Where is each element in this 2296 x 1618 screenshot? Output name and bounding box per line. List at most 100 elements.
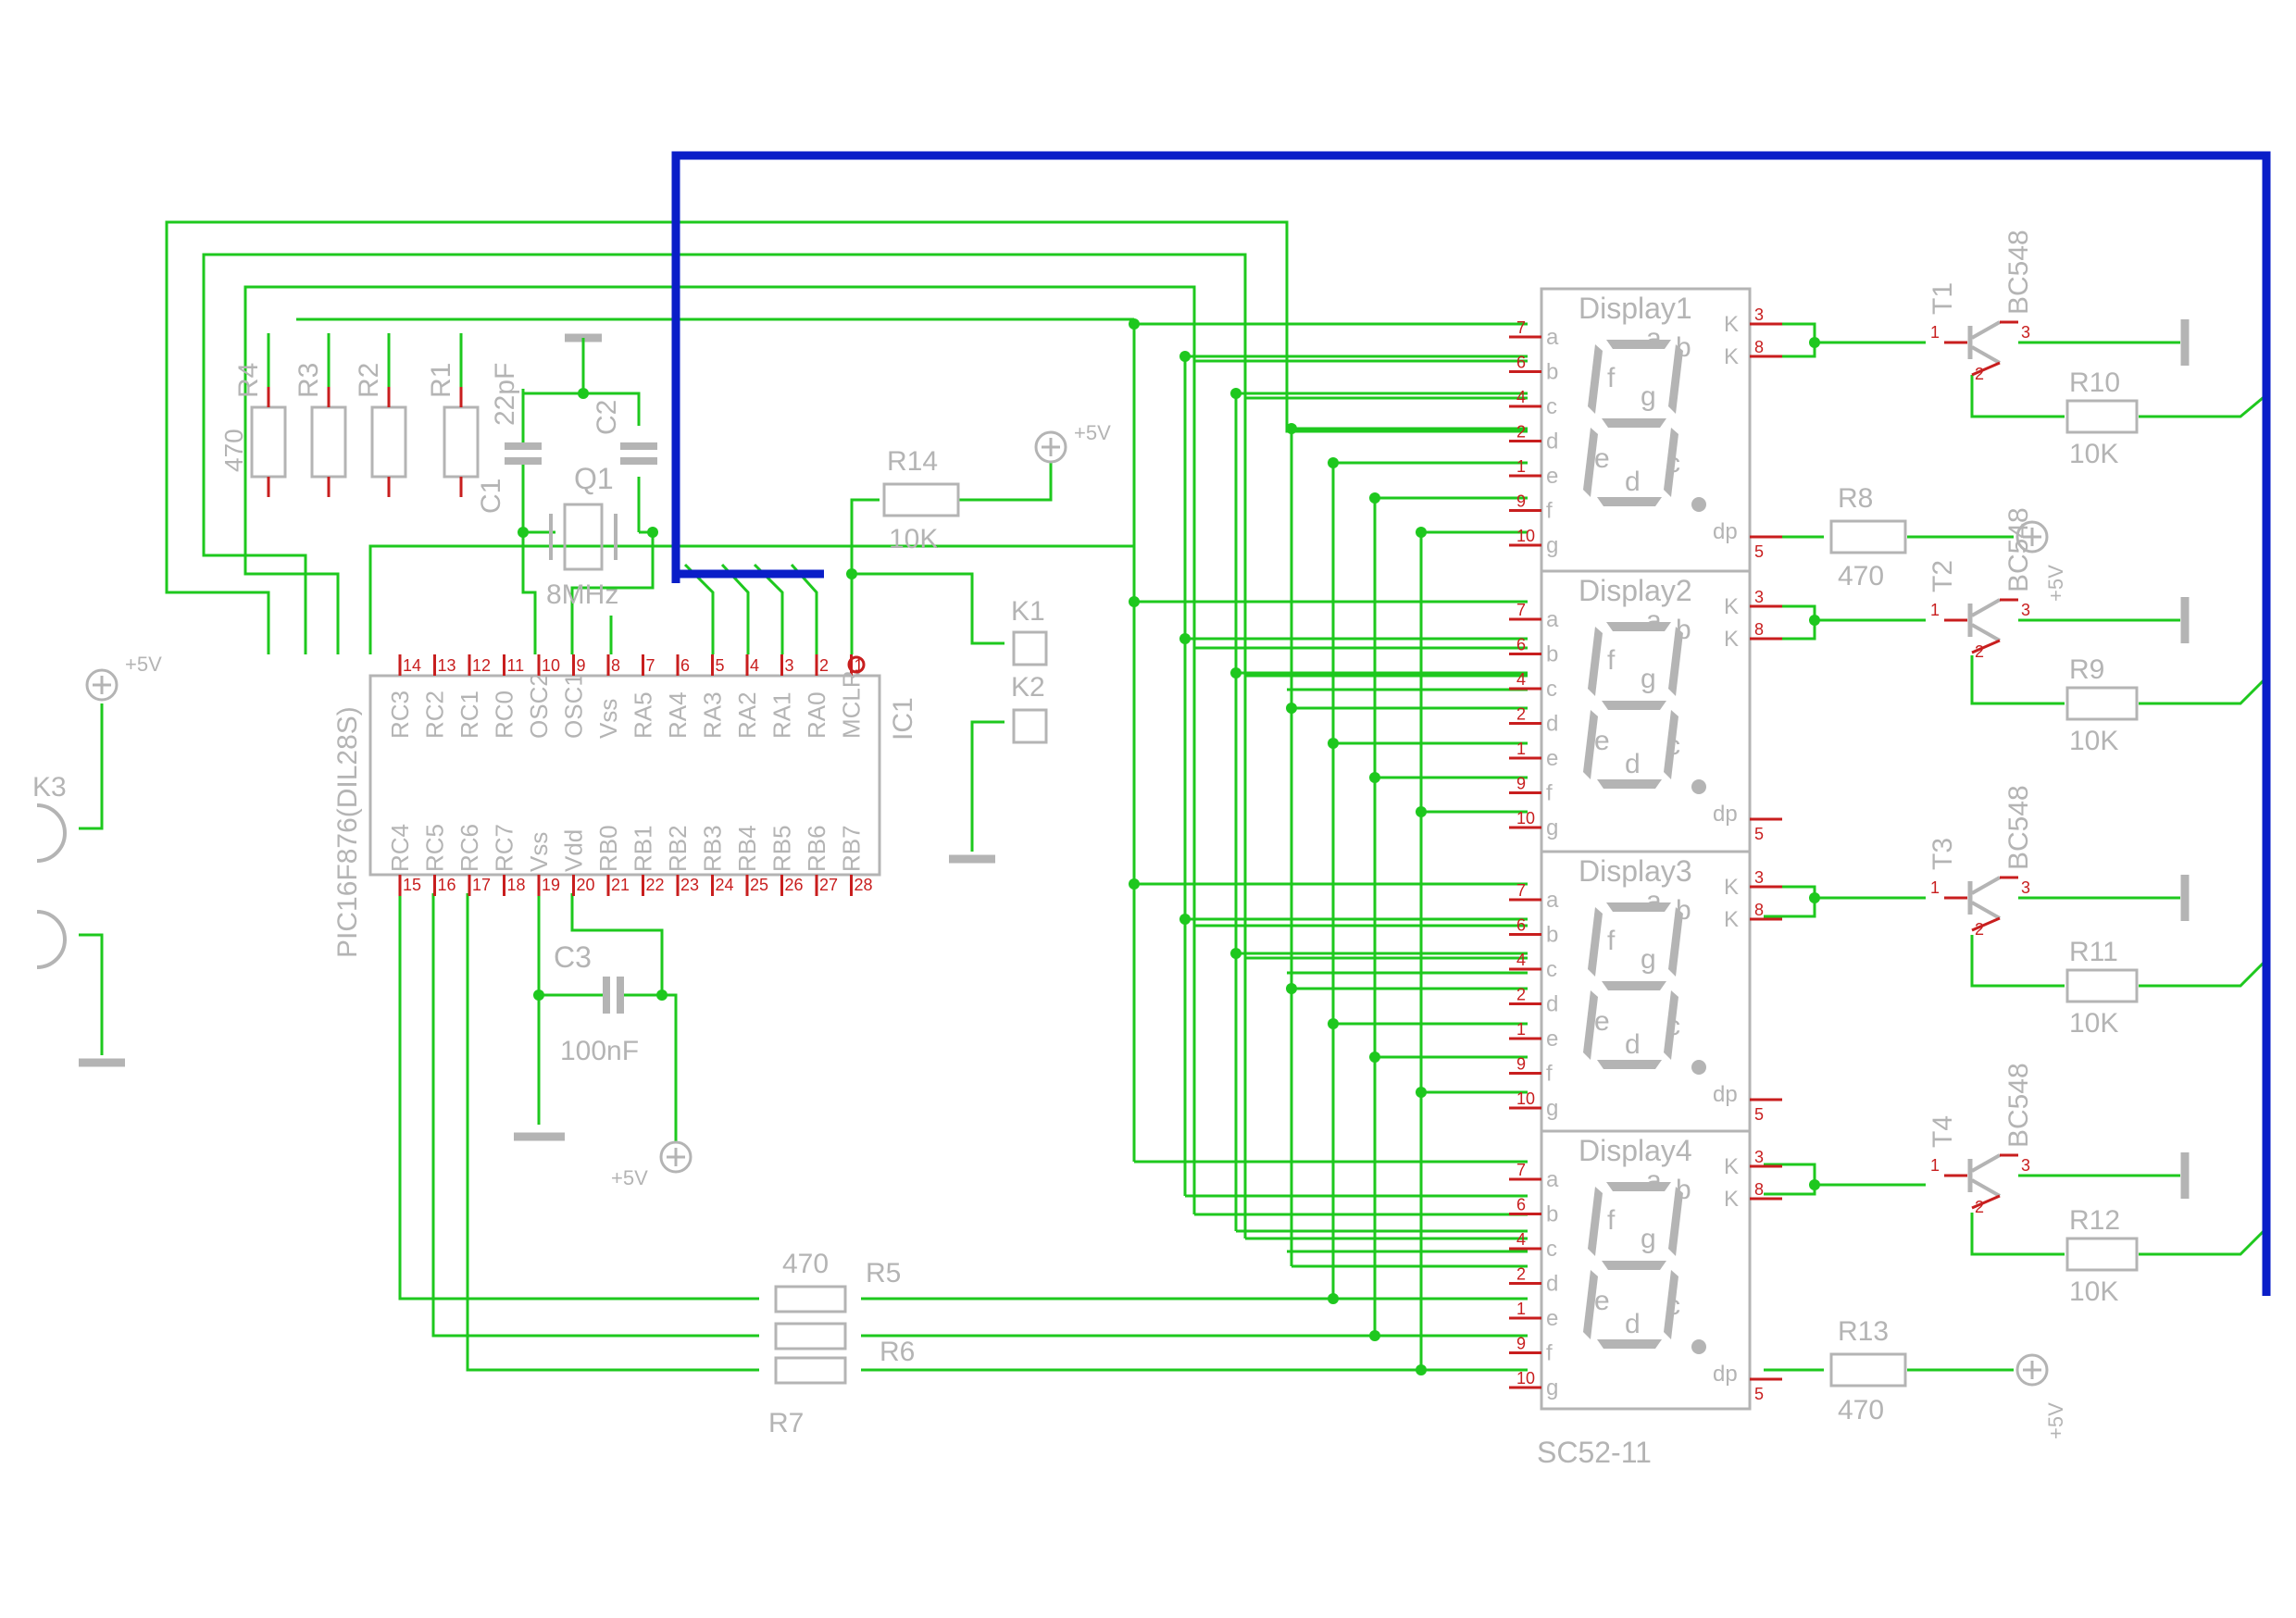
display-pin-name: e: [1546, 1306, 1558, 1331]
ic1-pin-name: RC5: [421, 824, 449, 872]
segment-letter: b: [1676, 615, 1691, 645]
base-resistor-ref: R12: [2069, 1205, 2120, 1236]
r6-ref: R6: [880, 1337, 915, 1367]
display-pin-number: 1: [1516, 740, 1526, 758]
display-common-number: 8: [1754, 338, 1764, 356]
ic1-pin-name: RA2: [733, 691, 761, 739]
display-common-label: K: [1724, 1154, 1739, 1179]
display-name: Display3: [1578, 854, 1692, 888]
segment-letter: f: [1607, 926, 1616, 956]
display-common-label: K: [1724, 627, 1739, 652]
r5-ref: R5: [866, 1258, 901, 1288]
k3-ref: K3: [32, 772, 67, 803]
r7-body: [774, 1356, 847, 1385]
display-pin-number: 4: [1516, 670, 1526, 689]
ic1-pin-number: 14: [403, 656, 421, 675]
display-dp-number: 5: [1754, 825, 1764, 843]
c2-ref: C2: [592, 400, 622, 435]
display-pin-number: 9: [1516, 492, 1526, 511]
ic1-pin-number: 3: [785, 656, 794, 675]
reset-section: R14 10K +5V K1 K2: [882, 421, 1111, 864]
r8-body: [1829, 519, 1907, 554]
k2-ref: K2: [1011, 672, 1045, 703]
transistor-pin-number: 1: [1930, 1156, 1940, 1175]
resistor-body: [250, 405, 287, 479]
display-pin-number: 9: [1516, 775, 1526, 793]
segment-letter: c: [1666, 448, 1680, 479]
k3-supply-label: +5V: [125, 653, 162, 676]
display-pin-name: a: [1546, 325, 1559, 350]
transistor-ref: T1: [1928, 282, 1958, 315]
dp-resistors: R8 470 R13 470 +5V +5V: [1829, 483, 2067, 1439]
display-pin-number: 2: [1516, 1265, 1526, 1284]
display-pin-number: 10: [1516, 1369, 1535, 1388]
display-pin-name: c: [1546, 957, 1557, 982]
c3-ref: C3: [554, 940, 592, 974]
transistor-pin-number: 2: [1975, 1198, 1984, 1216]
transistor-pin-number: 3: [2021, 601, 2030, 619]
ic1-pin-number: 10: [542, 656, 560, 675]
display-pin-number: 6: [1516, 354, 1526, 372]
base-resistor-body: [2065, 686, 2139, 721]
resistor-ref: R2: [354, 363, 384, 398]
display-dp-label: dp: [1713, 519, 1738, 544]
segment-resistor-array: 470 R5 R6 R7: [768, 1249, 915, 1438]
display-pin-name: e: [1546, 746, 1558, 771]
base-resistor-body: [2065, 1237, 2139, 1272]
ic1-pin-number: 23: [680, 876, 699, 894]
display-pin-number: 2: [1516, 705, 1526, 724]
ic1-pin-number: 26: [785, 876, 804, 894]
transistor-value: BC548: [2003, 230, 2034, 315]
display-pin-number: 9: [1516, 1055, 1526, 1074]
transistor-value: BC548: [2003, 507, 2034, 592]
ic1-pin-number: 25: [750, 876, 768, 894]
display-pin-name: d: [1546, 1272, 1558, 1297]
display-pin-number: 7: [1516, 1161, 1526, 1179]
k2-pad: [1012, 708, 1048, 744]
ic1-pin-name: OSC2: [525, 673, 553, 739]
display-pin-number: 9: [1516, 1335, 1526, 1353]
supply-symbol-r14: [1034, 430, 1067, 464]
resistor-ref: R4: [233, 363, 264, 398]
ic1-pin-name: RB7: [838, 825, 866, 872]
ic1-pin-number: 24: [716, 876, 734, 894]
ic1-pin-number: 18: [507, 876, 526, 894]
r14-ref: R14: [887, 446, 938, 477]
display-pin-number: 6: [1516, 1196, 1526, 1214]
base-resistor-value: 10K: [2069, 439, 2118, 469]
display-pin-number: 4: [1516, 1230, 1526, 1249]
transistor-pin-number: 1: [1930, 878, 1940, 897]
ic1-pin-name: RC2: [421, 691, 449, 739]
resistor-body: [310, 405, 347, 479]
transistor-value: BC548: [2003, 1063, 2034, 1148]
display-pin-name: f: [1546, 781, 1553, 806]
ic1-pin-name: RC4: [386, 824, 414, 872]
display-pin-name: b: [1546, 923, 1558, 948]
ic1-pin-number: 6: [680, 656, 690, 675]
transistor-value: BC548: [2003, 785, 2034, 870]
segment-letter: e: [1594, 1286, 1610, 1316]
supply-symbol-vdd: [659, 1140, 693, 1174]
ic1-pin-name: RB2: [664, 825, 692, 872]
display-pin-name: a: [1546, 1167, 1559, 1192]
display-common-label: K: [1724, 875, 1739, 900]
transistor-ref: T3: [1928, 838, 1958, 870]
ic1-top-pins: 14RC313RC212RC111RC010OSC29OSC18Vss7RA56…: [386, 654, 866, 739]
resistor-body: [443, 405, 480, 479]
display-pin-name: f: [1546, 1341, 1553, 1366]
ic1-pin-number: 8: [611, 656, 620, 675]
base-resistor-value: 10K: [2069, 726, 2118, 756]
ic1-pin-number: 17: [472, 876, 491, 894]
display-common-number: 3: [1754, 1148, 1764, 1166]
ic1-pin-number: 21: [611, 876, 630, 894]
display-common-label: K: [1724, 594, 1739, 619]
display-pin-name: d: [1546, 429, 1558, 454]
r13-value: 470: [1838, 1395, 1884, 1425]
display-pin-number: 6: [1516, 636, 1526, 654]
display-common-number: 8: [1754, 620, 1764, 639]
r6-body: [774, 1322, 847, 1350]
display-dp-number: 5: [1754, 1105, 1764, 1124]
